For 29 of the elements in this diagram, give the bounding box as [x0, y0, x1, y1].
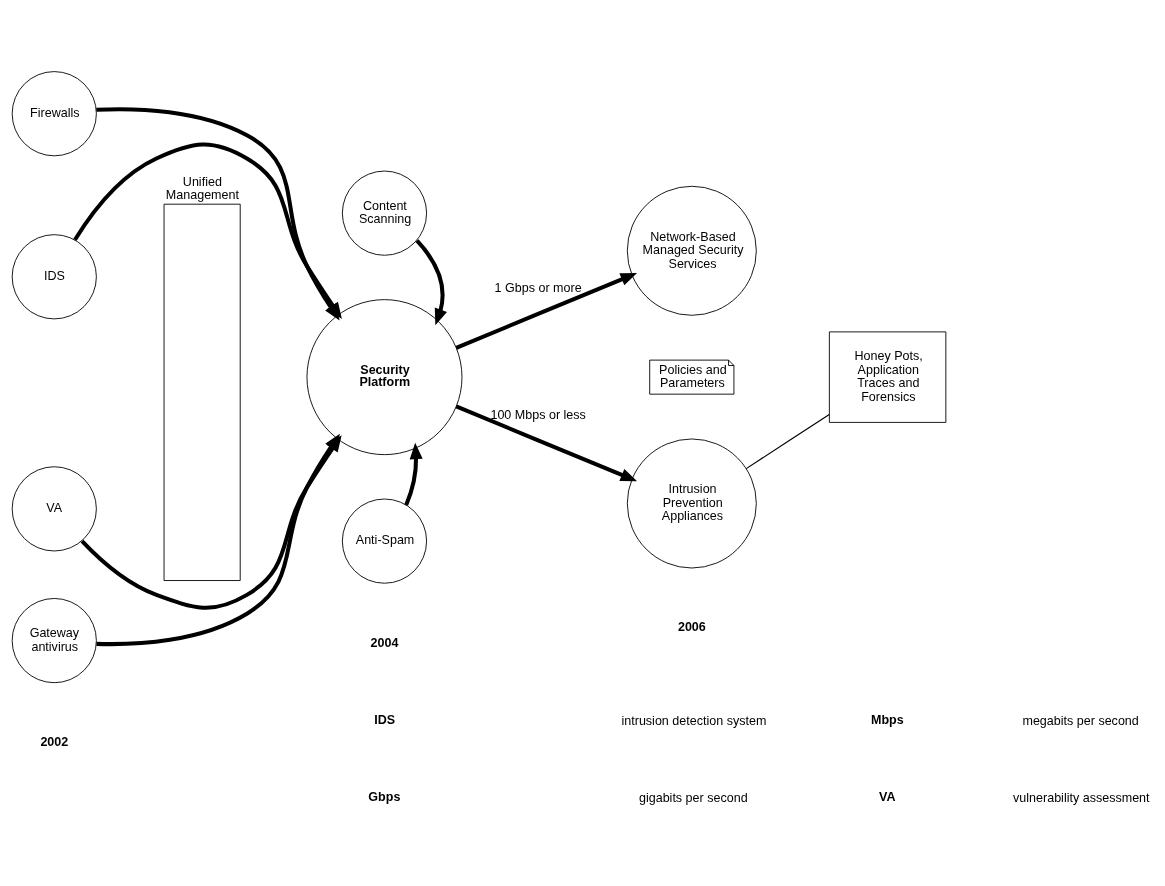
- label: gigabits per second: [638, 790, 748, 805]
- node-circle: Anti-Spam: [341, 498, 428, 584]
- arrow: [455, 404, 638, 482]
- node-circle: Intrusion Prevention Appliances: [626, 438, 757, 569]
- label: vulnerability assessment: [1013, 790, 1150, 805]
- label: IDS: [374, 712, 396, 727]
- node-box: Honey Pots, Application Traces and Forensics: [828, 331, 947, 423]
- node-circle: Network-Based Managed Security Services: [626, 185, 757, 316]
- node-circle: Gateway antivirus: [11, 598, 97, 684]
- node-circle: Firewalls: [11, 71, 97, 157]
- arrow: [455, 273, 638, 350]
- label: VA: [879, 789, 896, 804]
- label: megabits per second: [1022, 713, 1139, 728]
- arrow: [404, 442, 423, 506]
- node-circle: IDS: [11, 234, 97, 320]
- edge-label: 1 Gbps or more: [494, 281, 582, 296]
- arrow: [415, 239, 447, 326]
- edge-label: 100 Mbps or less: [490, 407, 586, 422]
- label: 2006: [677, 620, 706, 635]
- node-label: Unified Management: [165, 174, 239, 202]
- node-box: [163, 203, 241, 581]
- node-circle: Content Scanning: [341, 170, 428, 256]
- connector: [745, 413, 830, 470]
- label: 2002: [40, 735, 69, 750]
- label: intrusion detection system: [621, 713, 767, 728]
- node-circle: VA: [11, 466, 97, 552]
- label: 2004: [370, 635, 399, 650]
- label: Mbps: [871, 712, 904, 727]
- label: Gbps: [368, 789, 401, 804]
